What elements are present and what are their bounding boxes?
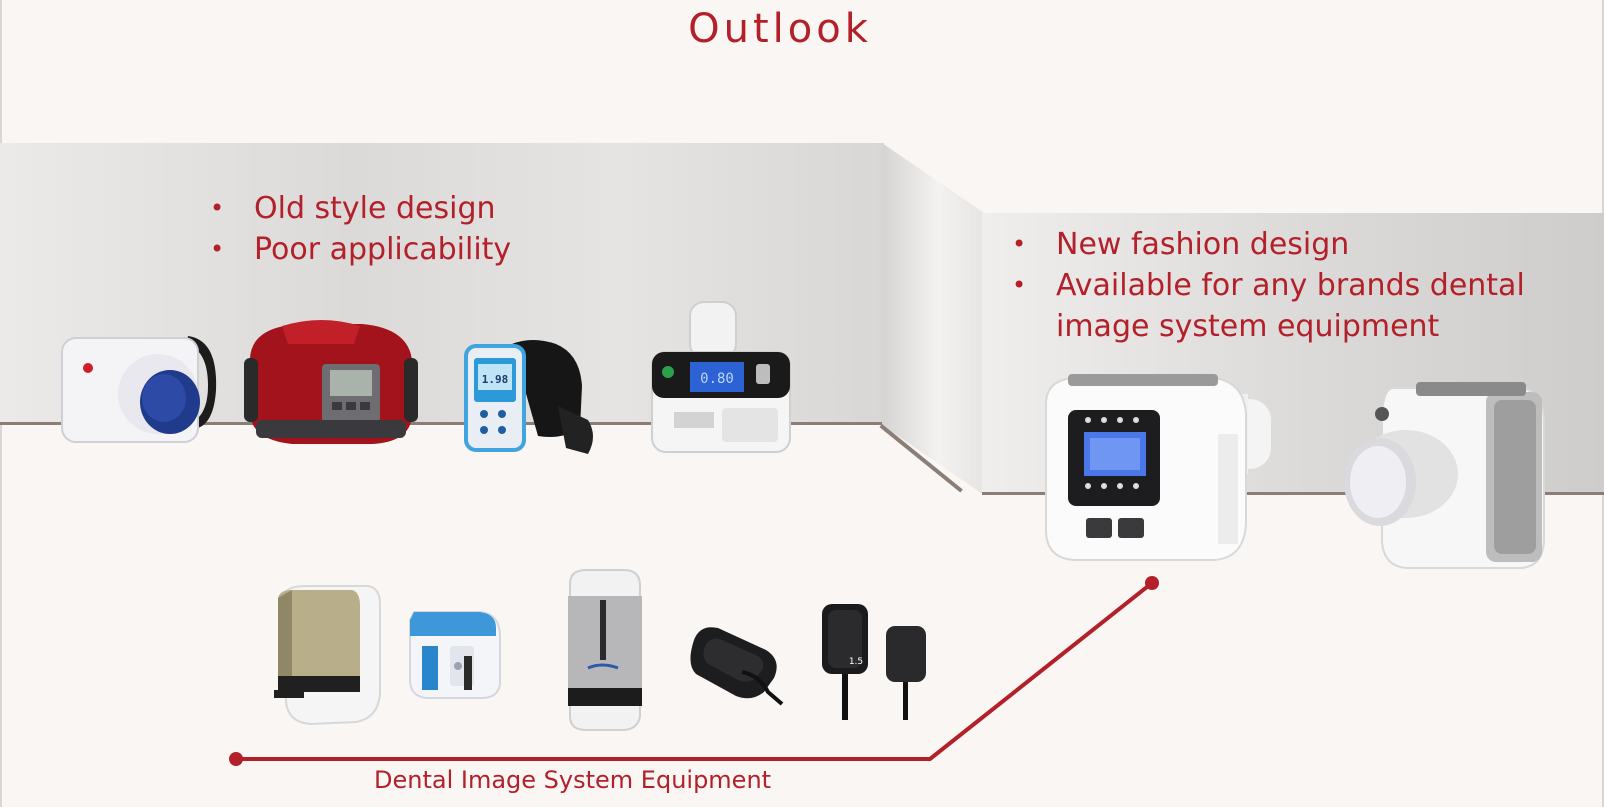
bullet-item: New fashion design [1012,224,1572,265]
slide-title: Outlook [688,6,872,52]
timeline-caption: Dental Image System Equipment [374,766,772,794]
blue-scanner-icon [409,611,501,699]
blue-panel-xray-unit-icon: 1.98 [464,340,593,454]
bullet-item: Poor applicability [210,229,511,270]
sensor-size-label: 1.5 [849,657,863,667]
timeline-start-dot [229,752,243,766]
new-white-xray-unit-side-icon [1344,382,1545,569]
display-readout: 0.80 [700,371,734,387]
wall-side [882,143,984,495]
red-xray-unit-icon [244,320,418,444]
display-readout: 1.98 [482,373,509,386]
black-white-xray-unit-display-icon: 0.80 [651,301,791,453]
white-xray-unit-blue-cone-icon [61,336,217,443]
sensor-pad-icon [690,627,784,706]
silver-scanner-icon [568,569,642,731]
old-design-bullets: Old style design Poor applicability [210,188,511,270]
timeline-end-dot [1145,576,1159,590]
gold-scanner-icon [274,585,381,726]
bullet-item: Available for any brands dental image sy… [1012,265,1572,347]
intraoral-sensors-icon: 1.5 [822,604,926,720]
new-white-xray-unit-display-icon [1045,374,1273,561]
bullet-item: Old style design [210,188,511,229]
new-design-bullets: New fashion design Available for any bra… [1012,224,1572,347]
